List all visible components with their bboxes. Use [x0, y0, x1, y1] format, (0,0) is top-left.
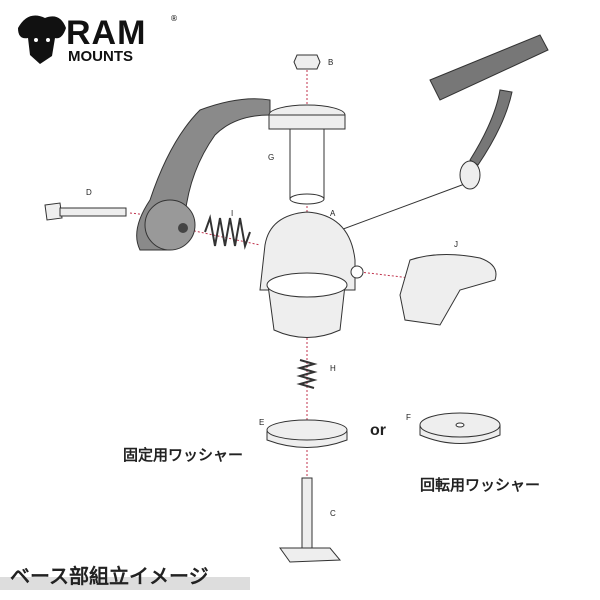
label-e: E: [259, 418, 265, 427]
page-title: ベース部組立イメージ: [10, 564, 209, 588]
or-text: or: [370, 422, 386, 439]
rod-holder: [429, 34, 549, 190]
label-d: D: [86, 188, 92, 197]
nut-b: [293, 54, 321, 70]
washer-f: [419, 412, 501, 444]
bolt-d: [44, 202, 127, 221]
knob-g: [268, 104, 346, 205]
label-i: I: [231, 209, 234, 218]
label-c: C: [330, 509, 336, 518]
brand-logo: RAM: [66, 14, 147, 52]
brand-subtitle: MOUNTS: [68, 48, 133, 65]
ratchet-knob: [144, 199, 196, 251]
label-g: G: [268, 153, 275, 162]
housing-a: [259, 211, 364, 338]
label-f: F: [406, 413, 411, 422]
label-a: A: [330, 209, 336, 218]
label-j: J: [454, 240, 458, 249]
washer-e: [266, 419, 348, 448]
spring-i: [204, 214, 251, 250]
rotating-washer-caption: 回転用ワッシャー: [420, 476, 541, 494]
label-b: B: [328, 58, 334, 67]
title-underline: [0, 577, 250, 590]
spring-h: [296, 359, 318, 389]
ram-head-logo: [18, 15, 66, 65]
fixed-washer-caption: 固定用ワッシャー: [123, 446, 244, 464]
guide-lines: [129, 70, 411, 540]
t-bolt-c: [279, 477, 342, 563]
part-j: [399, 253, 497, 326]
label-h: H: [330, 364, 336, 373]
registered-mark: ®: [170, 14, 178, 23]
